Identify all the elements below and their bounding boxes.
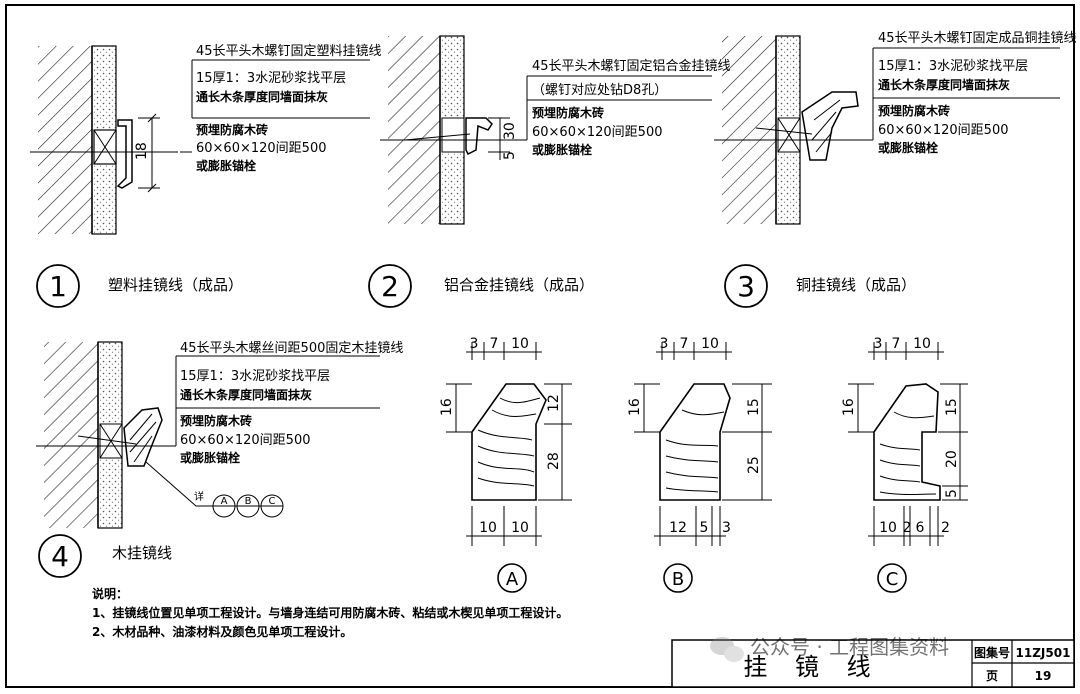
detail-1-note-1: 45长平头木螺钉固定塑料挂镜线: [196, 44, 382, 59]
profile-b-left-dim: 16: [627, 398, 643, 416]
detail-1-note-5: 60×60×120间距500: [196, 141, 327, 156]
profile-c-bottom-dim-1: 10: [879, 520, 897, 536]
detail-2-note-1: 45长平头木螺钉固定铝合金挂镜线: [532, 58, 731, 74]
detail-3-section: [714, 35, 1060, 225]
notes-item-1: 1、挂镜线位置见单项工程设计。与墙身连结可用防腐木砖、粘结或木楔见单项工程设计。: [92, 605, 568, 620]
profile-b-bottom-dim-3: 3: [722, 520, 731, 536]
profile-a-right-dim-2: 28: [546, 452, 562, 470]
notes-heading: 说明：: [92, 586, 128, 601]
detail-2-note-5: 或膨胀锚栓: [532, 142, 592, 157]
profile-b-bottom-dim-2: 5: [700, 520, 709, 536]
detail-1-number: 1: [49, 270, 67, 303]
page-label: 页: [986, 669, 998, 683]
profile-a-right-dim-1: 12: [546, 394, 562, 412]
watermark-text: 公众号 · 工程图集资料: [750, 635, 949, 659]
detail-4-number: 4: [51, 540, 69, 573]
profile-b-right-dim-1: 15: [746, 398, 762, 416]
detail-4-caption: 木挂镜线: [112, 544, 172, 562]
profile-b-right-dim-2: 25: [746, 456, 762, 474]
detail-1-number-circle: [36, 264, 80, 308]
profile-c-left-dim: 16: [841, 398, 857, 416]
detail-4-note-1: 45长平头木螺丝间距500固定木挂镜线: [180, 341, 403, 356]
detail-3-number: 3: [737, 270, 755, 303]
profile-b-drawing: [634, 342, 772, 593]
profile-a-bottom-dim-2: 10: [511, 520, 529, 536]
detail-3-caption: 铜挂镜线（成品）: [796, 276, 916, 294]
profile-c-drawing: [848, 342, 968, 593]
profile-c-right-dim-2: 20: [944, 450, 960, 468]
detail-4-section: [36, 341, 380, 529]
detail-2-caption: 铝合金挂镜线（成品）: [444, 276, 594, 294]
profile-c-top-dim-2: 7: [892, 336, 901, 352]
profile-c-label: C: [886, 569, 899, 590]
wechat-watermark-icon: [710, 637, 744, 662]
detail-1-section: 18: [30, 45, 370, 235]
detail-1-note-6: 或膨胀锚栓: [196, 158, 256, 173]
detail-3-note-6: 或膨胀锚栓: [878, 140, 938, 155]
detail-1-caption: 塑料挂镜线（成品）: [108, 276, 243, 294]
detail-4-note-3: 通长木条厚度同墙面抹灰: [180, 387, 312, 402]
detail-1-note-2: 15厚1：3水泥砂浆找平层: [196, 71, 346, 86]
atlas-number: 11ZJ501: [1016, 646, 1071, 660]
profile-a-top-dim-2: 7: [490, 336, 499, 352]
profile-a-bottom-dim-1: 10: [479, 520, 497, 536]
detail-2-note-4: 60×60×120间距500: [532, 125, 663, 140]
profile-b-top-dim-1: 3: [660, 336, 669, 352]
profile-c-bottom-dim-3: 6: [916, 520, 925, 536]
detail-2-dim-2: 5: [502, 151, 518, 160]
profile-a-top-dim-3: 10: [511, 336, 529, 352]
page-number: 19: [1035, 669, 1052, 683]
detail-4-ref-b: B: [245, 496, 252, 507]
detail-2-note-2: （螺钉对应处钻D8孔）: [532, 82, 667, 98]
notes-item-2: 2、木材品种、油漆材料及颜色见单项工程设计。: [92, 624, 352, 639]
atlas-number-label: 图集号: [974, 645, 1010, 660]
profile-c-bottom-dim-2: 2: [903, 520, 912, 536]
detail-1-dim: 18: [134, 142, 150, 160]
profile-b-top-dim-2: 7: [680, 336, 689, 352]
sheet-border: [5, 4, 1075, 688]
detail-3-note-1: 45长平头木螺钉固定成品铜挂镜线: [878, 31, 1077, 46]
detail-2-dim-1: 30: [502, 122, 518, 140]
profile-c-top-dim-3: 10: [913, 336, 931, 352]
detail-3-number-circle: [724, 264, 768, 308]
profile-c-top-dim-1: 3: [874, 336, 883, 352]
profile-b-top-dim-3: 10: [701, 336, 719, 352]
profile-a-top-dim-1: 3: [470, 336, 479, 352]
title-block-title: 挂 镜 线: [743, 653, 880, 681]
detail-4-note-5: 60×60×120间距500: [180, 433, 311, 448]
profile-c-right-dim-1: 15: [944, 398, 960, 416]
detail-4-note-2: 15厚1：3水泥砂浆找平层: [180, 369, 330, 384]
profile-b-bottom-dim-1: 12: [669, 520, 687, 536]
detail-3-note-3: 通长木条厚度同墙面抹灰: [878, 77, 1010, 92]
detail-4-ref-c: C: [269, 496, 276, 507]
profile-c-right-dim-3: 5: [944, 489, 960, 498]
title-block: [671, 639, 1075, 688]
detail-3-note-5: 60×60×120间距500: [878, 123, 1009, 138]
detail-4-number-circle: [38, 534, 82, 578]
detail-2-section: 30 5: [380, 35, 712, 225]
profile-c-bottom-dim-4: 2: [941, 520, 950, 536]
detail-2-number-circle: [368, 264, 412, 308]
detail-1-note-3: 通长木条厚度同墙面抹灰: [196, 89, 328, 104]
profile-a-left-dim: 16: [439, 398, 455, 416]
detail-1-note-4: 预埋防腐木砖: [196, 122, 268, 137]
detail-4-ref-a: A: [221, 496, 228, 507]
profile-b-label: B: [672, 569, 684, 590]
detail-4-note-6: 或膨胀锚栓: [180, 450, 240, 465]
detail-4-note-4: 预埋防腐木砖: [180, 413, 252, 428]
detail-2-number: 2: [381, 270, 399, 303]
profile-a-label: A: [506, 569, 519, 590]
detail-2-note-3: 预埋防腐木砖: [532, 105, 604, 120]
profile-a-drawing: [446, 342, 572, 593]
detail-3-note-2: 15厚1：3水泥砂浆找平层: [878, 59, 1028, 74]
detail-3-note-4: 预埋防腐木砖: [878, 103, 950, 118]
detail-4-ref-label: 详: [194, 490, 204, 503]
